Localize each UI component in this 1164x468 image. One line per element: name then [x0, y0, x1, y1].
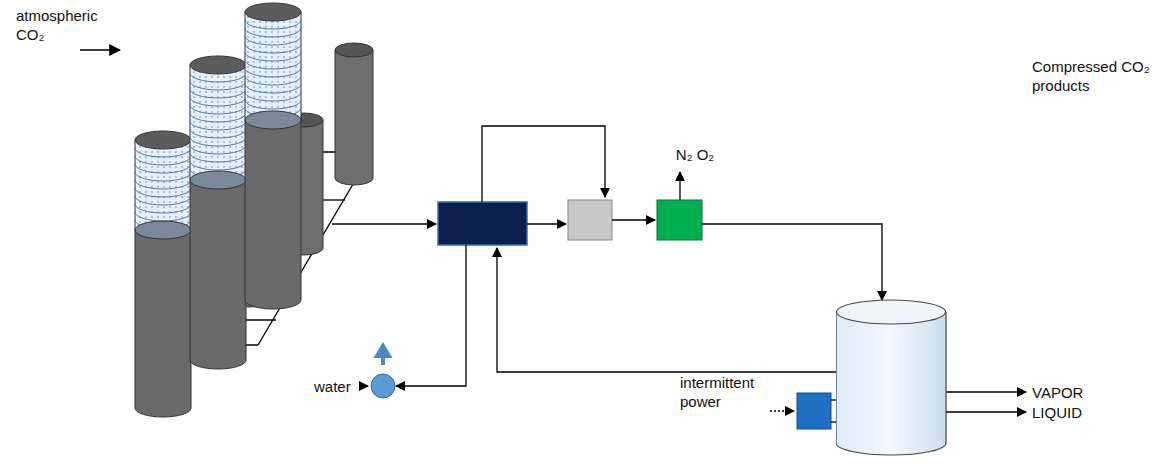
tank-outline: [836, 55, 1158, 463]
vent-label: N₂ O₂: [655, 145, 735, 164]
inlet-label: atmospheric CO₂: [16, 6, 116, 44]
product-label: VAPOR: [1032, 383, 1152, 402]
product-label: LIQUID: [1032, 403, 1152, 422]
power-label: intermittent power: [680, 373, 768, 411]
tank-heading: Compressed CO₂ products: [1032, 57, 1150, 95]
storage-tank: Compressed CO₂ products: [836, 55, 1158, 463]
input-label: water: [314, 377, 360, 396]
